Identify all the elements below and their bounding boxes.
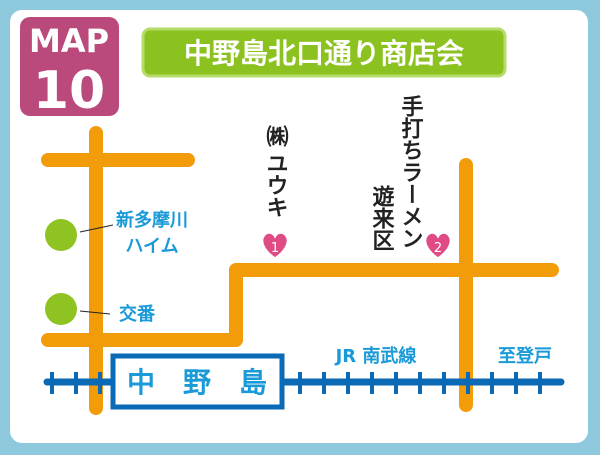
badge-label: MAP xyxy=(29,22,109,60)
shop-label: ユウキ xyxy=(263,152,288,218)
station-box xyxy=(110,353,285,410)
landmark-label: 新多摩川 xyxy=(116,209,188,231)
rail-line-label: JR 南武線 xyxy=(334,345,417,367)
landmark-marker-police xyxy=(45,293,77,325)
page-title: 中野島北口通り商店会 xyxy=(184,37,464,70)
badge-number: 10 xyxy=(33,61,105,121)
roads xyxy=(41,126,559,415)
direction-label: 至登戸 xyxy=(498,345,552,367)
landmark-label: ハイム xyxy=(125,236,178,257)
marker-number: 2 xyxy=(434,241,442,256)
marker-number: 1 xyxy=(271,241,279,256)
shop-label: 遊来区 xyxy=(369,184,396,251)
leader-line xyxy=(79,310,111,315)
heart-marker-1[interactable]: 1 xyxy=(261,232,289,259)
shop-label: ㈱ xyxy=(263,125,289,147)
map-badge xyxy=(20,17,119,116)
landmark-marker-apartment xyxy=(45,219,77,251)
leader-line xyxy=(79,224,114,233)
title-banner xyxy=(141,27,507,78)
landmark-label: 交番 xyxy=(119,303,156,325)
station-name: 中 野 島 xyxy=(127,366,267,399)
heart-marker-2[interactable]: 2 xyxy=(424,232,452,259)
shop-label: 手打ちラーメン xyxy=(398,95,424,249)
